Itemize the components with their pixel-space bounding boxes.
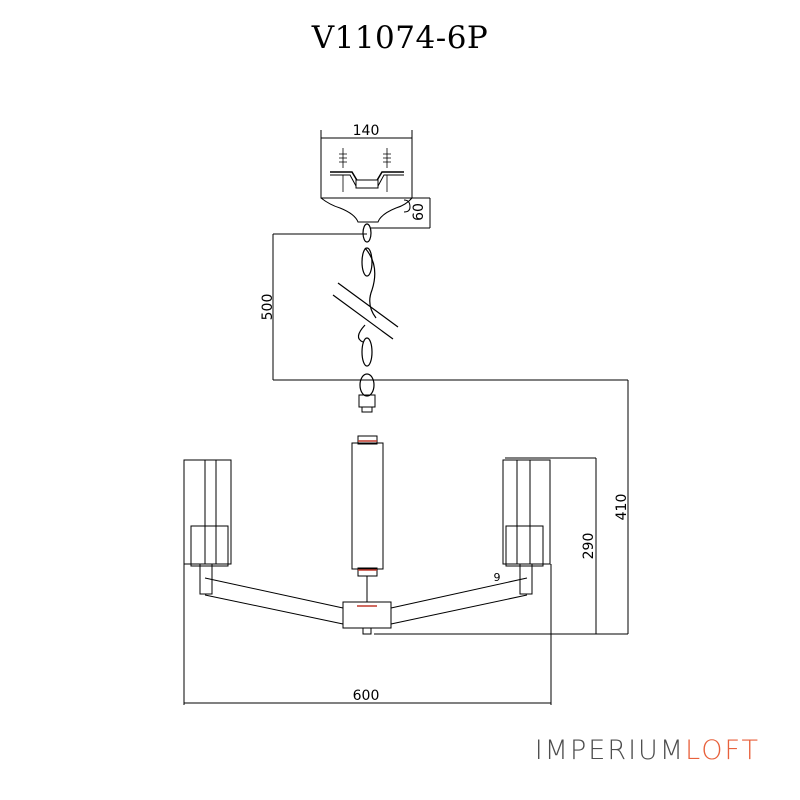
brand-logo-part1: IMPERIUM [534,735,686,766]
model-title: V11074-6P [311,20,489,56]
total-height-dim [374,380,629,635]
chain-length-dim [272,233,628,381]
left-arm [204,577,344,625]
right-arm [390,577,528,625]
canopy-cup [320,197,413,223]
span-width-label: 600 [353,688,380,704]
chain-length-label: 500 [260,294,276,321]
canopy-width-label: 140 [353,123,380,139]
arm-label: 9 [494,571,501,584]
chain [357,223,377,397]
brand-logo-part2: LOFT [685,735,760,766]
shade-height-label: 290 [581,533,597,560]
mount-screws [339,148,391,192]
shade-height-dim [505,457,597,634]
span-width-dim [183,564,552,705]
central-column [351,442,384,570]
total-height-label: 410 [614,494,630,521]
brand-logo: IMPERIUMLOFT [535,735,760,766]
canopy-height-label: 60 [411,203,427,221]
canopy-height-dim [370,197,431,229]
chain-break [332,282,399,340]
canopy-plate [320,137,413,199]
